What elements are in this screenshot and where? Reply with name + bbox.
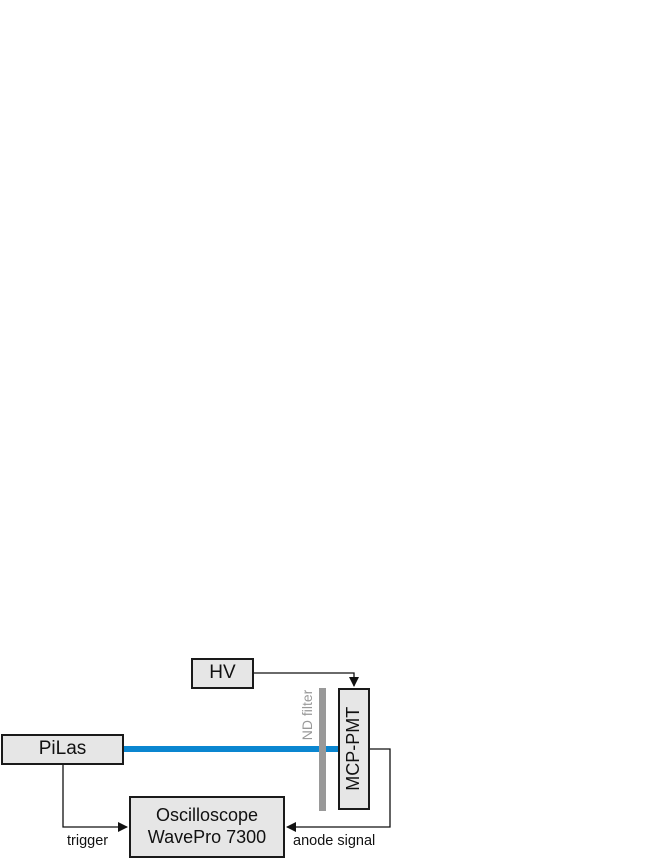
oscilloscope-label-line2: WavePro 7300: [147, 827, 267, 847]
anode-signal-wire: [286, 748, 391, 832]
hv-wire: [254, 672, 359, 687]
hv-label: HV: [209, 662, 236, 684]
pilas-label: PiLas: [38, 738, 87, 760]
mcp-pmt-label: MCP-PMT: [343, 707, 364, 791]
nd-filter-label: ND filter: [299, 689, 315, 741]
mcp-pmt-box: MCP-PMT: [338, 688, 370, 810]
anode-signal-label: anode signal: [293, 833, 376, 849]
nd-filter: [319, 688, 326, 811]
laser-beam: [124, 746, 338, 752]
hv-box: HV: [191, 658, 254, 689]
oscilloscope-label-line1: Oscilloscope: [155, 805, 259, 826]
trigger-label: trigger: [67, 833, 109, 849]
oscilloscope-box: Oscilloscope WavePro 7300: [129, 796, 285, 858]
trigger-wire: [62, 765, 128, 832]
pilas-box: PiLas: [1, 734, 124, 765]
